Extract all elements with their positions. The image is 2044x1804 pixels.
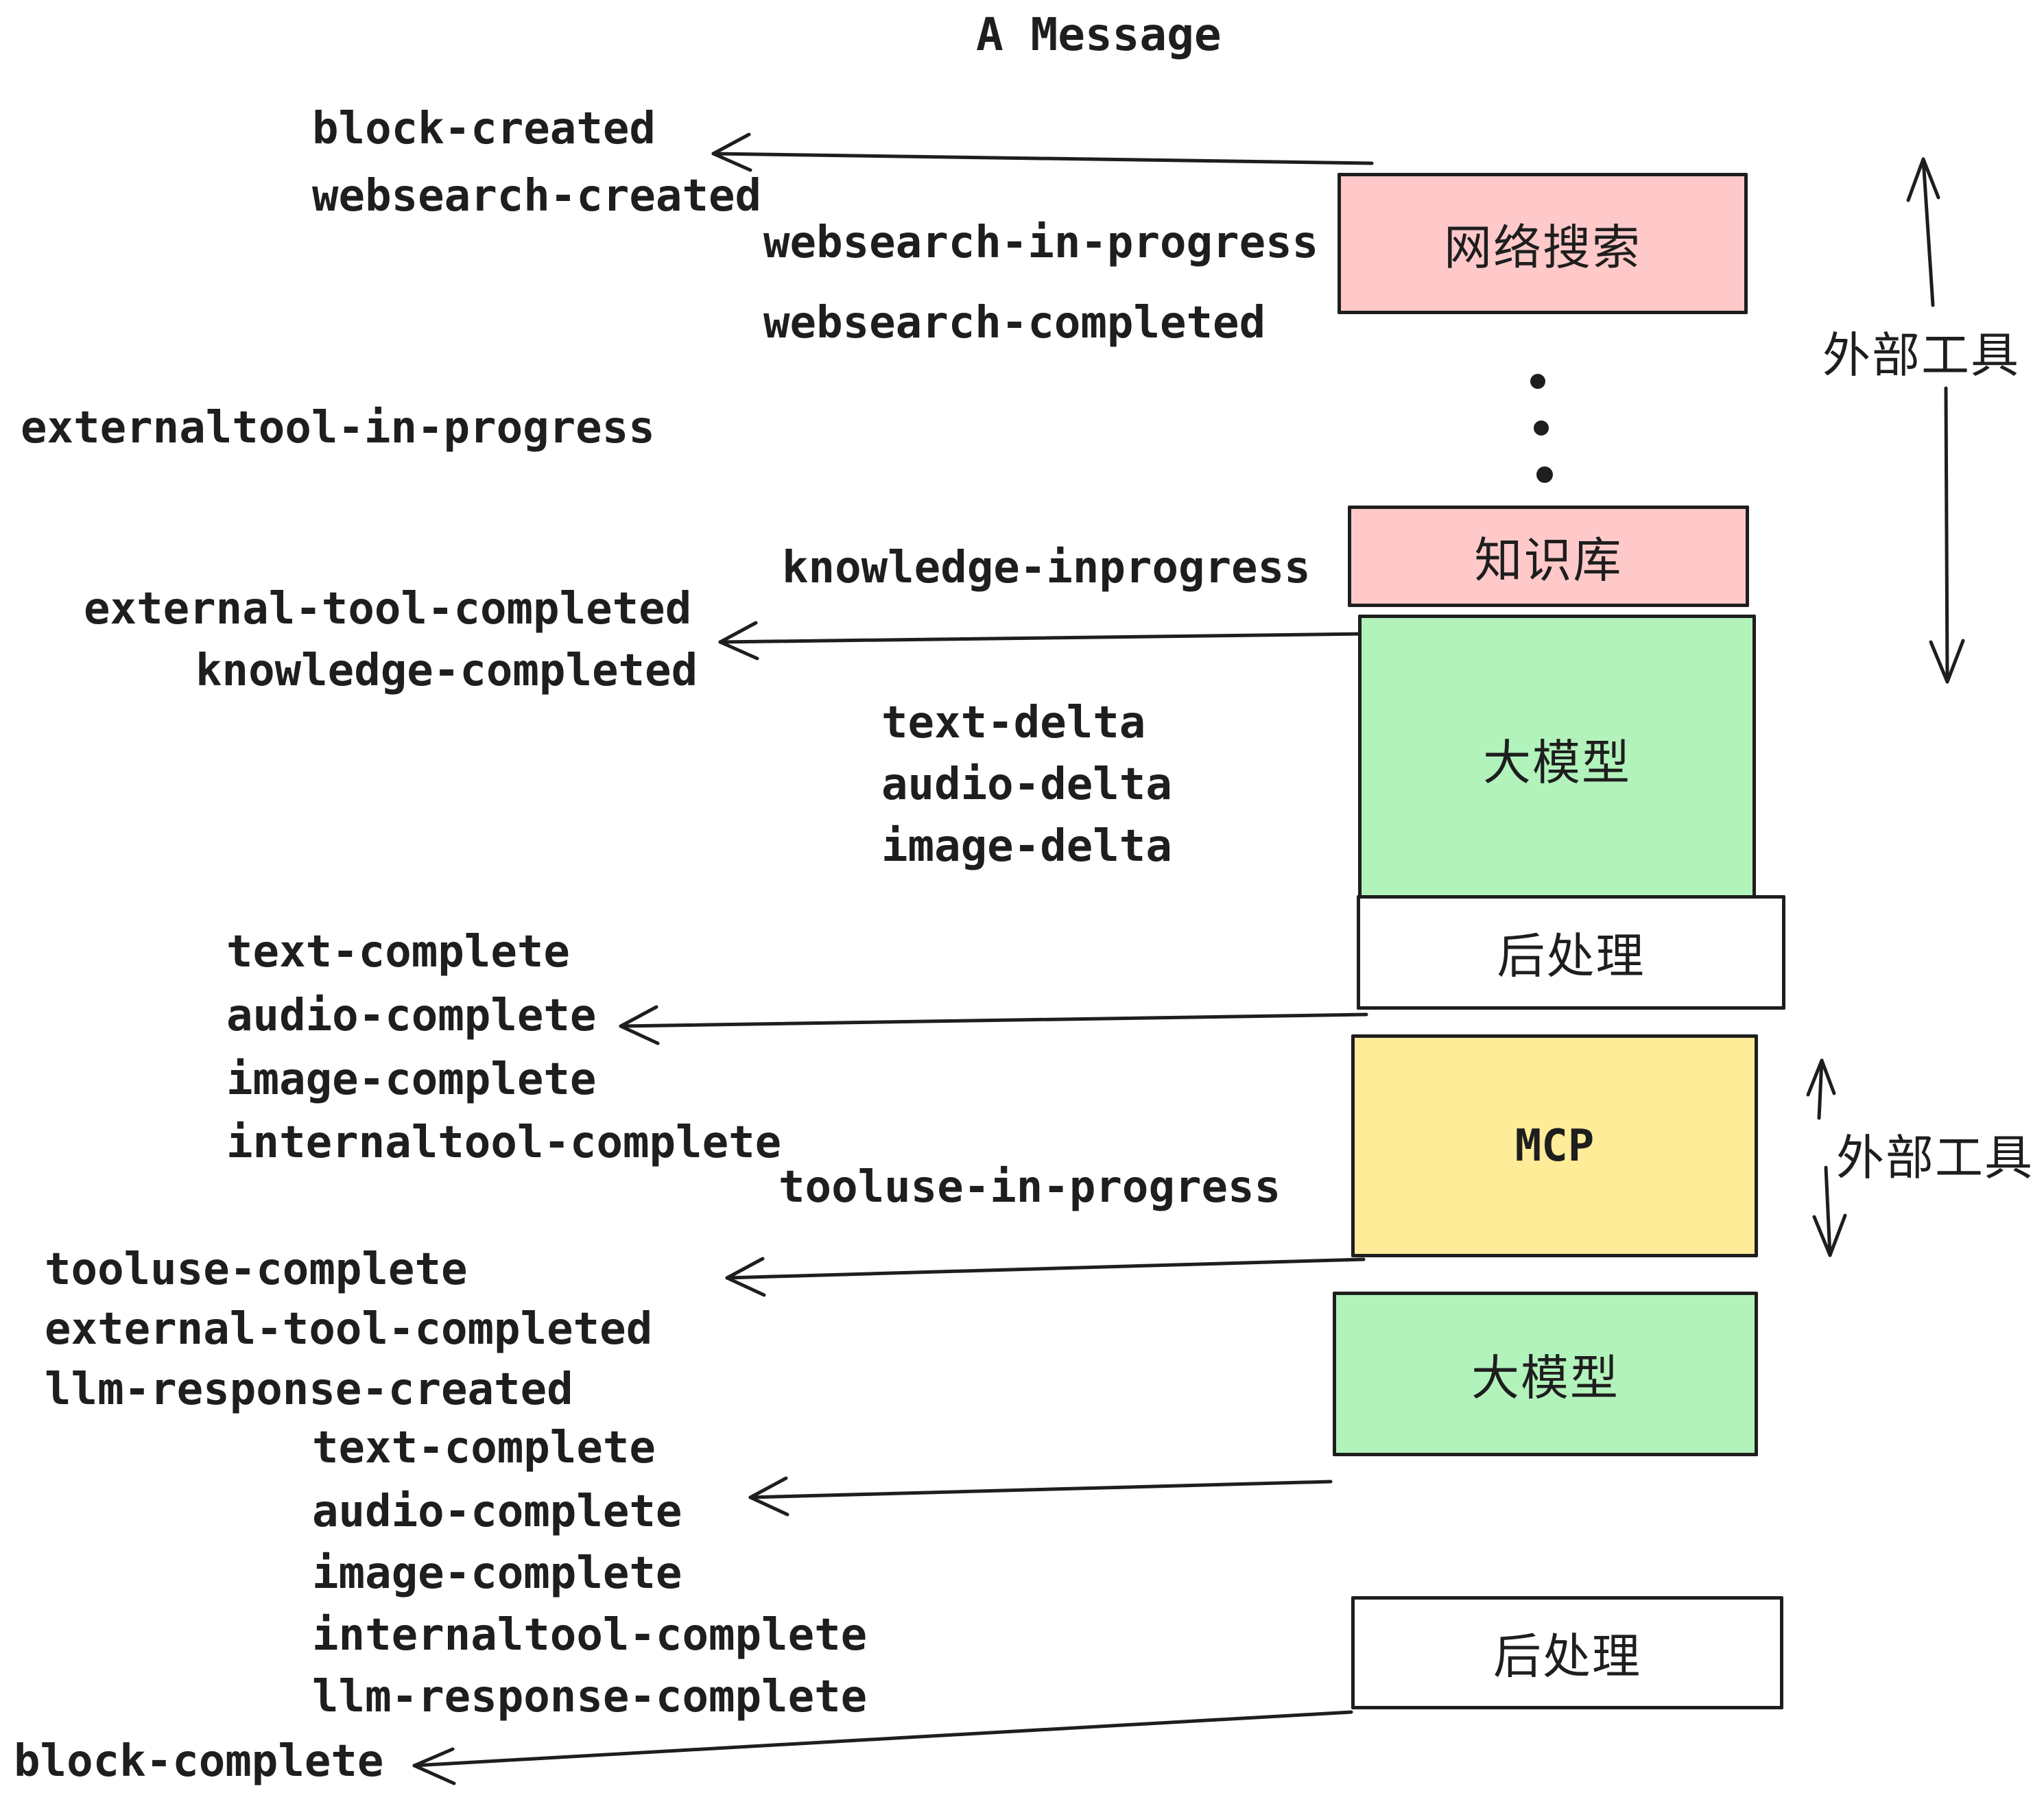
event-block-created: block-created — [312, 104, 656, 154]
box-knowledge: 知识库 — [1348, 506, 1749, 607]
external-tools-down-arrow-2 — [1812, 1165, 1847, 1257]
event-knowledge-completed: knowledge-completed — [195, 645, 698, 696]
diagram-title: A Message — [976, 8, 1222, 61]
box-postprocess-2-label: 后处理 — [1493, 1628, 1641, 1685]
box-websearch: 网络搜索 — [1338, 173, 1748, 314]
box-knowledge-label: 知识库 — [1474, 532, 1623, 589]
event-audio-complete-1: audio-complete — [226, 990, 597, 1041]
event-block-complete: block-complete — [14, 1736, 384, 1787]
event-text-complete-1: text-complete — [226, 927, 570, 977]
event-tooluse-in-progress: tooluse-in-progress — [779, 1162, 1281, 1213]
box-postprocess-2: 后处理 — [1351, 1596, 1783, 1709]
event-internaltool-complete-2: internaltool-complete — [312, 1610, 868, 1661]
external-tools-label-1: 外部工具 — [1822, 327, 2020, 383]
arrow-external-tool-completed — [725, 1257, 1366, 1297]
box-llm-2-label: 大模型 — [1471, 1349, 1619, 1406]
arrow-audio-complete — [748, 1476, 1333, 1517]
external-tools-up-arrow-2 — [1806, 1058, 1836, 1120]
event-llm-response-complete: llm-response-complete — [312, 1672, 868, 1722]
arrow-block-created — [711, 132, 1374, 172]
event-websearch-created: websearch-created — [312, 171, 762, 222]
event-text-complete-2: text-complete — [312, 1423, 656, 1473]
event-external-tool-completed-2: external-tool-completed — [45, 1304, 653, 1355]
box-mcp-label: MCP — [1514, 1120, 1595, 1172]
external-tools-up-arrow-1 — [1906, 157, 1940, 307]
event-websearch-completed: websearch-completed — [763, 298, 1266, 348]
box-llm-1: 大模型 — [1358, 615, 1756, 903]
event-text-delta-1: text-delta — [881, 698, 1146, 748]
external-tools-down-arrow-1 — [1929, 386, 1965, 684]
arrow-knowledge-completed — [718, 621, 1368, 661]
external-tools-label-2: 外部工具 — [1836, 1130, 2034, 1186]
event-image-complete-1: image-complete — [226, 1054, 597, 1105]
event-llm-response-created: llm-response-created — [45, 1364, 573, 1415]
event-websearch-in-progress: websearch-in-progress — [763, 217, 1319, 268]
event-tooluse-complete: tooluse-complete — [45, 1244, 468, 1295]
event-externaltool-in-progress: externaltool-in-progress — [21, 403, 655, 453]
ellipsis-dots — [1530, 374, 1553, 483]
event-external-tool-completed-1: external-tool-completed — [84, 584, 692, 634]
event-image-delta-1: image-delta — [881, 821, 1172, 872]
box-mcp: MCP — [1351, 1034, 1758, 1257]
box-websearch-label: 网络搜索 — [1444, 219, 1641, 276]
event-audio-delta-1: audio-delta — [881, 759, 1172, 810]
event-audio-complete-2: audio-complete — [312, 1486, 682, 1537]
box-postprocess-1-label: 后处理 — [1497, 928, 1645, 984]
box-postprocess-1: 后处理 — [1357, 895, 1785, 1010]
arrow-image-complete — [619, 1005, 1368, 1045]
box-llm-2: 大模型 — [1333, 1292, 1758, 1456]
event-knowledge-inprogress: knowledge-inprogress — [782, 543, 1311, 593]
event-image-complete-2: image-complete — [312, 1548, 682, 1599]
arrow-block-complete — [412, 1710, 1353, 1785]
event-internaltool-complete-1: internaltool-complete — [226, 1117, 782, 1168]
box-llm-1-label: 大模型 — [1483, 734, 1631, 791]
